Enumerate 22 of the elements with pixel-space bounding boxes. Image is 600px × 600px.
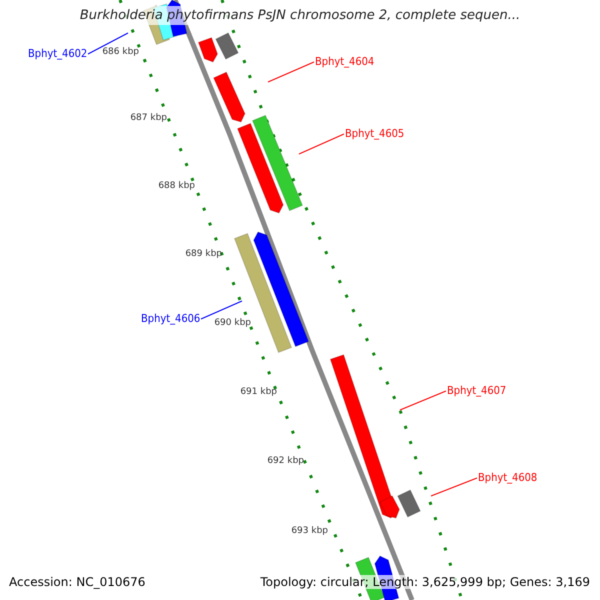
leader-line	[268, 62, 314, 82]
scale-label: 689 kbp	[185, 249, 222, 260]
leader-line	[88, 32, 128, 54]
gene-label: Bphyt_4602	[28, 47, 88, 60]
scale-label: 690 kbp	[214, 318, 251, 329]
scale-label: 692 kbp	[267, 456, 304, 467]
gene-label: Bphyt_4606	[141, 312, 200, 325]
leader-line	[400, 390, 446, 410]
leader-line	[298, 134, 344, 154]
scale-label: 688 kbp	[158, 181, 195, 192]
scale-label: 686 kbp	[102, 47, 139, 58]
leader-line	[430, 478, 478, 496]
gene-label: Bphyt_4608	[478, 471, 538, 484]
scale-label: 691 kbp	[240, 387, 277, 398]
scale-label: 693 kbp	[291, 526, 328, 537]
gene-label: Bphyt_4607	[447, 384, 506, 397]
gene-label: Bphyt_4605	[345, 127, 404, 140]
genome-info-text: Topology: circular; Length: 3,625,999 bp; Genes: 3,169	[260, 575, 590, 589]
accession-text: Accession: NC_010676	[9, 575, 146, 589]
gene-label: Bphyt_4604	[315, 55, 374, 68]
leader-line	[200, 300, 242, 320]
scale-label: 687 kbp	[130, 113, 167, 124]
